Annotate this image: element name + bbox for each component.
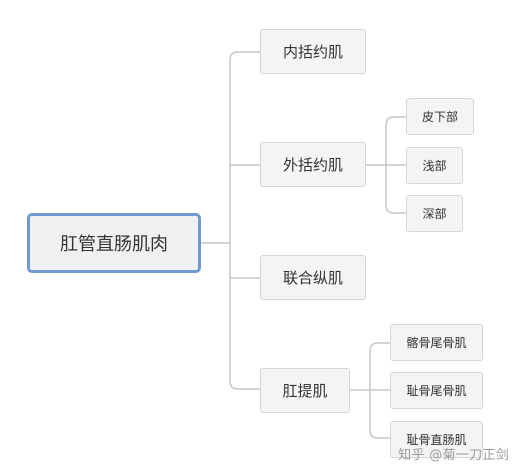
leaf-node-deep[interactable]: 深部 <box>406 195 463 232</box>
leaf-node-iliococcygeus[interactable]: 髂骨尾骨肌 <box>390 324 483 361</box>
connector-trunk <box>229 51 260 390</box>
branch-node-external-sphincter[interactable]: 外括约肌 <box>260 142 366 187</box>
branch-node-levator-ani[interactable]: 肛提肌 <box>260 368 350 413</box>
branch-label: 外括约肌 <box>282 156 343 174</box>
branch-label: 联合纵肌 <box>282 269 343 287</box>
leaf-node-subcutaneous[interactable]: 皮下部 <box>406 98 474 135</box>
leaf-node-puborectalis[interactable]: 耻骨直肠肌 <box>390 421 483 458</box>
branch-node-longitudinal-muscle[interactable]: 联合纵肌 <box>260 255 366 300</box>
root-node[interactable]: 肛管直肠肌肉 <box>27 213 201 273</box>
branch-label: 内括约肌 <box>282 43 343 61</box>
leaf-label: 耻骨直肠肌 <box>406 433 467 447</box>
branch-node-inner-sphincter[interactable]: 内括约肌 <box>260 29 366 74</box>
leaf-node-superficial[interactable]: 浅部 <box>406 147 463 184</box>
leaf-label: 皮下部 <box>421 110 458 124</box>
watermark: 知乎 @菊一刀正剑 <box>398 448 509 463</box>
leaf-label: 深部 <box>422 207 447 221</box>
leaf-label: 浅部 <box>422 159 447 173</box>
leaf-label: 髂骨尾骨肌 <box>406 336 467 350</box>
leaf-label: 耻骨尾骨肌 <box>406 384 467 398</box>
root-label: 肛管直肠肌肉 <box>60 234 168 255</box>
leaf-node-pubococcygeus[interactable]: 耻骨尾骨肌 <box>390 372 483 409</box>
branch-label: 肛提肌 <box>282 382 328 400</box>
